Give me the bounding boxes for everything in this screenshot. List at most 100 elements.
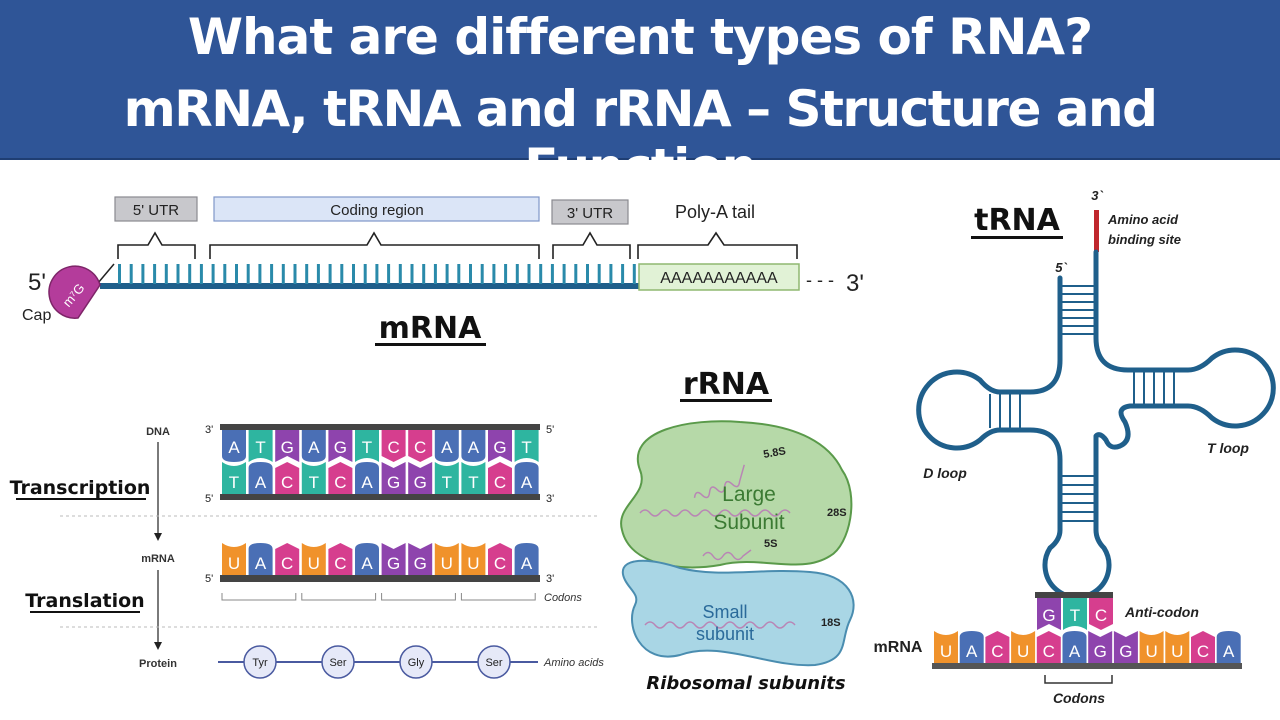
base-letter: G bbox=[387, 473, 400, 492]
nucleotide-tick bbox=[164, 264, 168, 284]
nucleotide-tick bbox=[235, 264, 238, 284]
binding-site-line2: binding site bbox=[1108, 232, 1181, 247]
dogma-mrna-right-end: 3' bbox=[546, 573, 554, 585]
nucleotide-tick bbox=[293, 264, 297, 284]
nucleotide-C bbox=[408, 430, 433, 462]
nucleotide-tick bbox=[188, 264, 192, 284]
nucleotide-tick bbox=[129, 264, 133, 284]
nucleotide-tick bbox=[375, 264, 379, 284]
amino-acid-bead bbox=[399, 645, 433, 679]
nucleotide-T bbox=[1063, 598, 1087, 630]
small-subunit-line1: Small bbox=[702, 602, 747, 622]
base-letter: G bbox=[1119, 642, 1132, 661]
nucleotide-C bbox=[488, 462, 512, 494]
mrna-three-prime: 3' bbox=[846, 270, 864, 297]
nucleotide-tick bbox=[352, 264, 355, 284]
codon-bracket bbox=[301, 593, 377, 601]
rrna-18s-strand bbox=[644, 621, 796, 629]
trna-codons-label: Codons bbox=[1053, 690, 1105, 706]
nucleotide-G bbox=[488, 430, 512, 462]
base-letter: A bbox=[966, 642, 978, 661]
t-loop-label: T loop bbox=[1207, 440, 1249, 456]
nucleotide-tick bbox=[469, 264, 472, 284]
nucleotide-tick bbox=[153, 264, 157, 284]
trna-five-prime: 5` bbox=[1055, 260, 1067, 275]
nucleotide-tick bbox=[562, 264, 566, 284]
protein-label: Protein bbox=[139, 658, 177, 670]
base-letter: A bbox=[521, 554, 533, 573]
base-letter: T bbox=[362, 438, 372, 457]
cap-linker bbox=[97, 263, 115, 284]
amino-acid-bead bbox=[321, 645, 355, 679]
base-letter: A bbox=[308, 438, 320, 457]
cap-icon bbox=[48, 265, 101, 319]
nucleotide-U bbox=[461, 543, 486, 575]
nucleotide-G bbox=[275, 430, 300, 462]
nucleotide-C bbox=[985, 631, 1010, 663]
nucleotide-A bbox=[1216, 631, 1241, 663]
base-letter: C bbox=[991, 642, 1003, 661]
dna-label: DNA bbox=[146, 426, 170, 438]
arrowhead-icon bbox=[154, 533, 162, 541]
arrowhead-icon bbox=[154, 642, 162, 650]
anticodon-label: Anti-codon bbox=[1124, 604, 1199, 620]
nucleotide-T bbox=[514, 430, 539, 462]
nucleotide-tick bbox=[340, 264, 344, 284]
base-letter: U bbox=[940, 642, 952, 661]
dna-bottom-right-end: 3' bbox=[546, 493, 554, 505]
rrna-28s-label: 28S bbox=[827, 507, 847, 519]
base-letter: T bbox=[229, 473, 239, 492]
rrna-section: rRNA 5.8S 28S Large Subunit 5S 18S Small… bbox=[620, 367, 855, 694]
nucleotide-A bbox=[355, 543, 379, 575]
nucleotide-G bbox=[381, 543, 406, 575]
rrna-5-8s-strand bbox=[693, 464, 745, 499]
central-dogma: Transcription Translation DNA mRNA Prote… bbox=[10, 424, 604, 679]
nucleotide-tick bbox=[621, 264, 625, 284]
dogma-mrna-backbone bbox=[220, 575, 540, 582]
cap-label: Cap bbox=[22, 307, 51, 324]
trna-title-underline bbox=[971, 236, 1063, 239]
base-letter: A bbox=[361, 473, 373, 492]
nucleotide-G bbox=[408, 543, 433, 575]
base-letter: U bbox=[308, 554, 320, 573]
base-letter: A bbox=[441, 438, 453, 457]
nucleotide-tick bbox=[328, 264, 332, 284]
nucleotide-C bbox=[275, 543, 300, 575]
mrna-nucleotide-ticks bbox=[118, 264, 636, 284]
base-letter: T bbox=[442, 473, 452, 492]
rrna-5-8s-label: 5.8S bbox=[762, 445, 786, 461]
base-letter: G bbox=[1094, 642, 1107, 661]
nucleotide-A bbox=[355, 462, 379, 494]
nucleotide-A bbox=[222, 430, 246, 462]
base-letter: C bbox=[1197, 642, 1209, 661]
nucleotide-A bbox=[514, 462, 539, 494]
nucleotide-tick bbox=[422, 264, 426, 284]
utr5-bracket bbox=[117, 231, 196, 259]
rrna-28s-strand bbox=[639, 509, 791, 517]
nucleotide-G bbox=[381, 462, 406, 494]
amino-acids-label: Amino acids bbox=[543, 657, 604, 669]
mrna-title-underline bbox=[375, 343, 486, 346]
anticodon-backbone bbox=[1035, 592, 1113, 598]
base-letter: T bbox=[255, 438, 265, 457]
polya-label: Poly-A tail bbox=[675, 202, 755, 222]
base-letter: C bbox=[1095, 606, 1107, 625]
dogma-mrna-label: mRNA bbox=[141, 553, 175, 565]
nucleotide-tick bbox=[410, 264, 414, 284]
dna-top-left-end: 3' bbox=[205, 424, 213, 436]
nucleotide-U bbox=[434, 543, 459, 575]
base-letter: A bbox=[468, 438, 480, 457]
nucleotide-U bbox=[1139, 631, 1164, 663]
nucleotide-tick bbox=[141, 264, 145, 284]
nucleotide-G bbox=[408, 462, 433, 494]
nucleotide-T bbox=[434, 462, 459, 494]
base-letter: C bbox=[334, 473, 346, 492]
nucleotide-tick bbox=[515, 264, 519, 284]
base-letter: T bbox=[521, 438, 531, 457]
base-letter: T bbox=[1070, 606, 1080, 625]
nucleotide-tick bbox=[281, 264, 285, 284]
nucleotide-tick bbox=[211, 264, 215, 284]
nucleotide-C bbox=[275, 462, 300, 494]
trna-mrna-label: mRNA bbox=[874, 639, 923, 656]
